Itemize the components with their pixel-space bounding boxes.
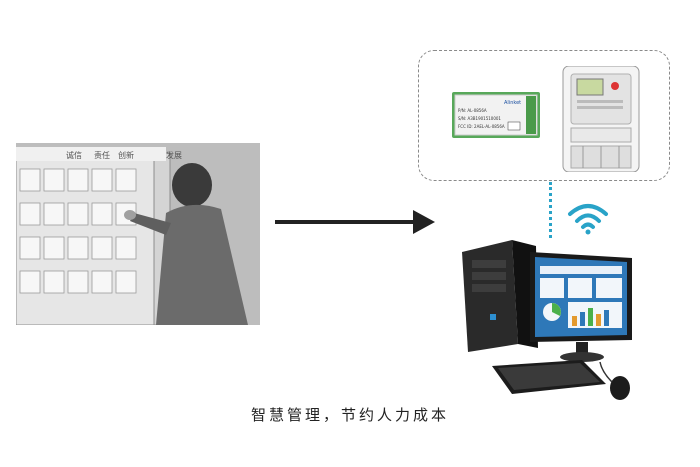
right-arrow-icon (275, 210, 435, 234)
wifi-module-board-icon: Alinket P/N: AL-0856A S/N: A3B1901510001… (452, 92, 540, 138)
sign-text-4: 发展 (166, 150, 182, 160)
desktop-computer (462, 232, 642, 410)
caption-text: 智慧管理，节约人力成本 (250, 406, 449, 424)
meter-reading-photo-illustration: 诚信 责任 创新 发展 (16, 143, 260, 325)
sign-text-3: 创新 (118, 150, 134, 160)
module-brand: Alinket (504, 100, 521, 106)
wifi-icon (568, 204, 608, 235)
meter-reading-photo: 诚信 责任 创新 发展 (16, 143, 260, 325)
module-pn: P/N: AL-0856A (458, 108, 487, 113)
module-fcc: FCC ID: 2AEL-AL-0856A (458, 124, 505, 129)
electric-meter-icon (562, 65, 640, 173)
wireless-link-line (549, 182, 552, 238)
sign-text-2: 责任 (94, 150, 110, 160)
module-sn: S/N: A3B1901510001 (458, 116, 501, 121)
desktop-computer-icon (462, 240, 632, 400)
wifi-module: Alinket P/N: AL-0856A S/N: A3B1901510001… (452, 92, 540, 138)
electric-meter (561, 65, 641, 173)
device-group-frame (418, 50, 670, 181)
sign-text-1: 诚信 (66, 150, 82, 160)
